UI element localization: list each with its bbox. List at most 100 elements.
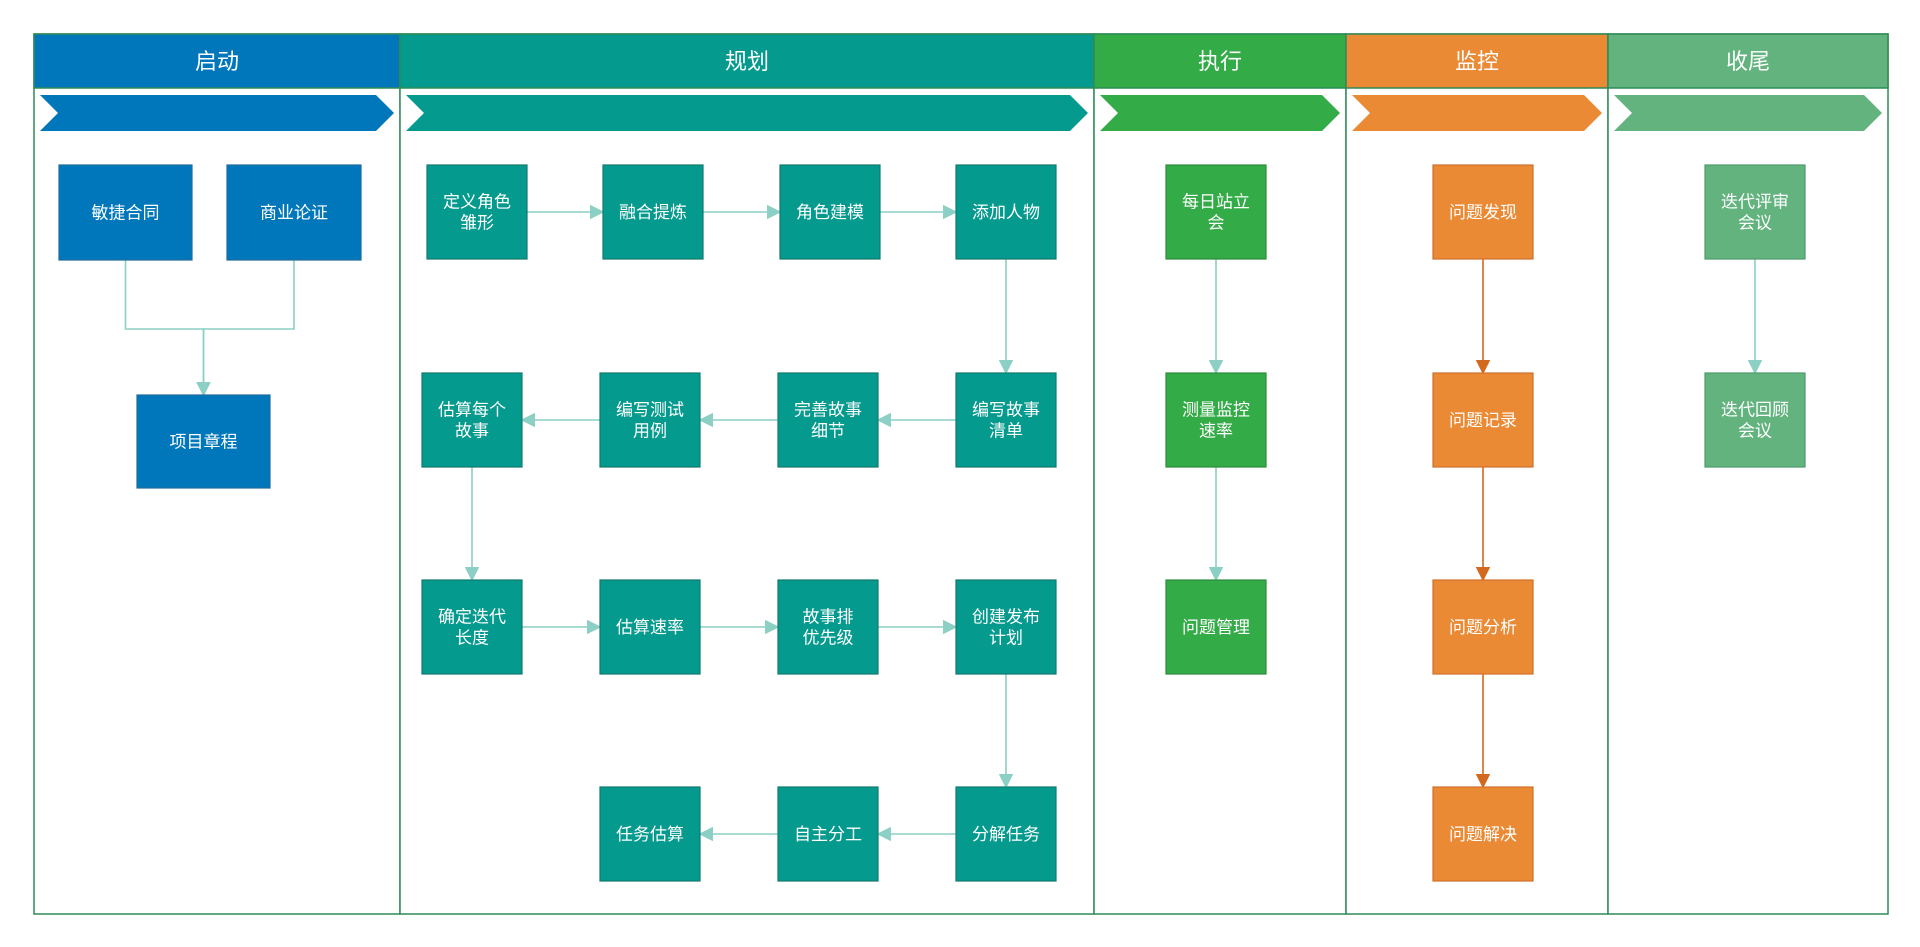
node-label: 融合提炼 [619,203,687,223]
node-box [955,164,1057,260]
process-node-agile-contract[interactable]: 敏捷合同 [58,164,193,261]
node-label: 编写故事 [972,401,1040,421]
node-label: 创建发布 [972,608,1040,628]
process-node-issue-management[interactable]: 问题管理 [1165,579,1267,675]
node-box [421,372,523,468]
process-node-project-charter[interactable]: 项目章程 [136,394,271,489]
lane-header [1093,33,1347,89]
node-box [602,164,704,260]
node-label: 估算每个 [438,401,506,421]
lane-title: 收尾 [1726,50,1770,75]
process-node-role-modeling[interactable]: 角色建模 [779,164,881,260]
connector-business_case-to-project_charter [196,260,295,397]
lane-header [33,33,401,89]
process-node-decompose-tasks[interactable]: 分解任务 [955,786,1057,882]
node-label: 会议 [1738,214,1772,234]
node-box [1432,579,1534,675]
node-label: 问题解决 [1449,825,1517,845]
node-label: 估算速率 [616,618,684,638]
node-box [955,372,1057,468]
node-label: 细节 [811,422,845,442]
node-label: 自主分工 [794,825,862,845]
node-label: 雏形 [460,214,494,234]
node-box [226,164,362,261]
node-label: 分解任务 [972,825,1040,845]
lane-execute: 执行 [1093,33,1347,915]
node-box [1165,372,1267,468]
process-node-merge-refine[interactable]: 融合提炼 [602,164,704,260]
process-node-issue-record[interactable]: 问题记录 [1432,372,1534,468]
node-label: 速率 [1199,422,1233,442]
lane-title: 启动 [195,50,239,75]
node-label: 用例 [633,422,667,442]
node-box [1432,164,1534,260]
node-box [599,372,701,468]
lane-title: 执行 [1198,50,1242,75]
node-label: 问题记录 [1449,411,1517,431]
process-node-issue-resolution[interactable]: 问题解决 [1432,786,1534,882]
process-node-task-estimate[interactable]: 任务估算 [599,786,701,882]
process-node-add-people[interactable]: 添加人物 [955,164,1057,260]
node-label: 清单 [989,422,1023,442]
node-box [779,164,881,260]
process-node-estimate-velocity[interactable]: 估算速率 [599,579,701,675]
node-box [955,579,1057,675]
node-box [1165,164,1267,260]
node-label: 问题分析 [1449,618,1517,638]
lane-header [1607,33,1889,89]
node-label: 会 [1208,214,1225,234]
node-label: 故事排 [803,608,854,628]
node-label: 角色建模 [796,203,864,223]
phase-chevron [1100,95,1340,131]
phase-chevron [406,95,1088,131]
node-box [1165,579,1267,675]
lane-title: 监控 [1455,50,1499,75]
node-box [421,579,523,675]
node-box [777,786,879,882]
node-label: 故事 [455,422,489,442]
node-label: 完善故事 [794,401,862,421]
node-label: 优先级 [803,629,854,649]
node-box [777,579,879,675]
node-label: 定义角色 [443,193,511,213]
node-box [1704,164,1806,260]
process-node-self-assign[interactable]: 自主分工 [777,786,879,882]
node-box [777,372,879,468]
node-label: 添加人物 [972,203,1040,223]
node-label: 会议 [1738,422,1772,442]
node-box [1432,786,1534,882]
node-label: 每日站立 [1182,193,1250,213]
phase-chevron [1352,95,1602,131]
node-label: 任务估算 [616,825,684,845]
node-label: 敏捷合同 [92,204,160,224]
node-box [58,164,193,261]
phase-chevron [40,95,394,131]
node-box [426,164,528,260]
node-box [599,786,701,882]
node-label: 问题发现 [1449,203,1517,223]
process-node-issue-analysis[interactable]: 问题分析 [1432,579,1534,675]
node-label: 商业论证 [260,204,328,224]
node-box [136,394,271,489]
lane-header [399,33,1095,89]
process-node-business-case[interactable]: 商业论证 [226,164,362,261]
node-label: 确定迭代 [438,608,506,628]
phase-chevron [1614,95,1882,131]
process-node-issue-discovery[interactable]: 问题发现 [1432,164,1534,260]
node-label: 长度 [455,629,489,649]
lane-header [1345,33,1609,89]
node-box [599,579,701,675]
